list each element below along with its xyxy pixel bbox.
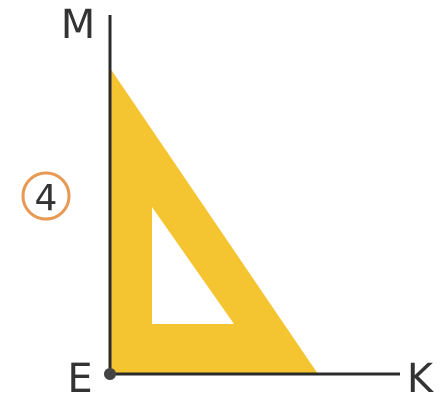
label-e: E	[67, 356, 92, 398]
item-number-badge	[21, 171, 71, 221]
vertex-e-point	[104, 368, 116, 380]
label-k: K	[407, 356, 435, 398]
label-m: M	[61, 2, 96, 48]
item-number: 4	[35, 178, 58, 219]
set-square	[110, 68, 318, 374]
